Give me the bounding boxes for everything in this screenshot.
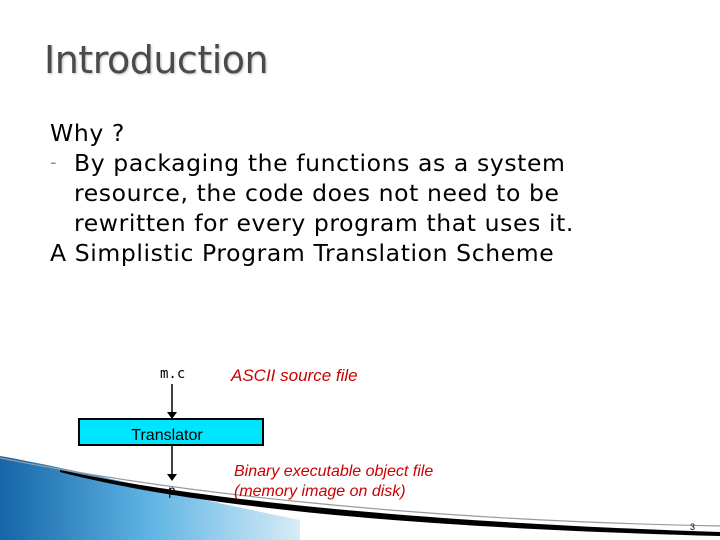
slide-title: Introduction (44, 38, 268, 82)
translator-label: Translator (131, 428, 202, 444)
dash-marker: - (50, 148, 57, 178)
sub-bullet-text-2: resource, the code does not need to be (50, 178, 690, 208)
arrow-head-bottom (167, 474, 177, 481)
output-desc-label: Binary executable object file (memory im… (234, 462, 433, 502)
sub-bullet-text-3: rewritten for every program that uses it… (50, 208, 690, 238)
bullet-translation-scheme: A Simplistic Program Translation Scheme (50, 238, 690, 268)
sub-bullet-packaging: - By packaging the functions as a system (50, 148, 690, 178)
output-desc-line-2: (memory image on disk) (234, 482, 433, 502)
page-number: 3 (690, 522, 695, 532)
source-desc-label: ASCII source file (231, 366, 358, 386)
output-file-label: p (168, 484, 176, 499)
source-file-label: m.c (160, 366, 185, 382)
bullet-list: Why ? - By packaging the functions as a … (50, 118, 690, 268)
translator-box: Translator (78, 418, 264, 446)
sub-bullet-text-1: By packaging the functions as a system (74, 149, 566, 177)
output-desc-line-1: Binary executable object file (234, 462, 433, 482)
bullet-why: Why ? (50, 118, 690, 148)
